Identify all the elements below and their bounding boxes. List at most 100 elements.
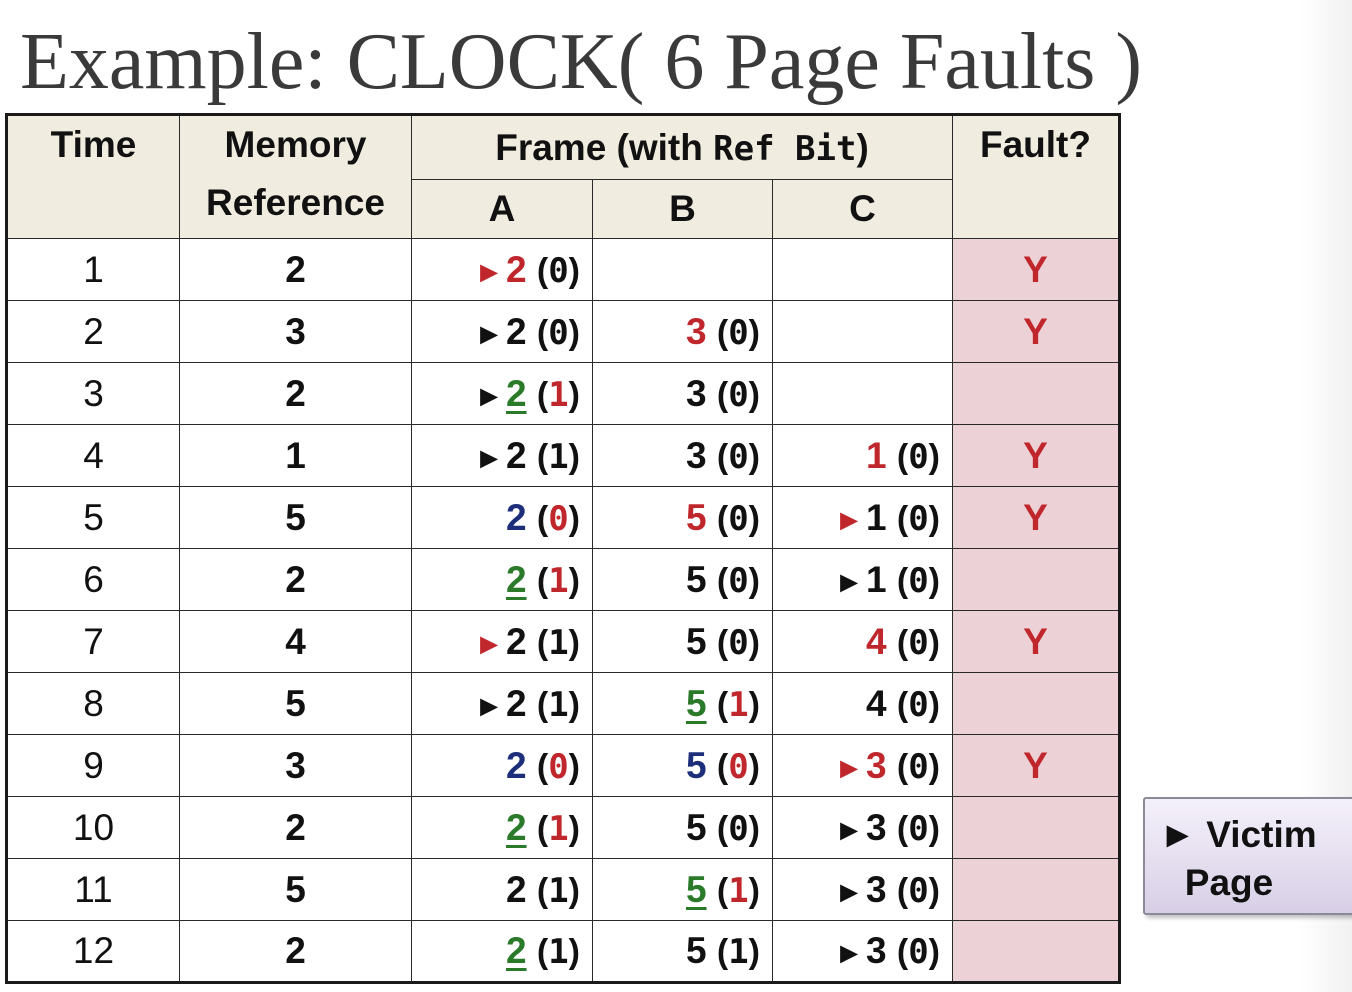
memory-reference-header: Memory Reference: [179, 114, 412, 239]
page-value: 3: [686, 434, 707, 476]
memory-reference-cell: 5: [179, 672, 412, 735]
clock-hand-icon: ►: [474, 317, 504, 351]
frame-a-cell: ►2 (0): [411, 300, 593, 363]
frame-c-cell: ►3 (0): [772, 796, 953, 859]
ref-bit: 1: [548, 436, 569, 477]
paren-close: ): [928, 809, 940, 848]
paren-open: (: [536, 809, 549, 848]
ref-bit: 1: [548, 622, 569, 663]
frame-c-cell: ►3 (0): [772, 734, 953, 797]
page-value: 2: [506, 434, 527, 476]
page-value: 3: [866, 744, 887, 786]
memory-reference-cell: 4: [179, 610, 412, 673]
paren-open: (: [536, 375, 549, 414]
time-cell: 10: [6, 796, 180, 859]
frame-b-cell: 3 (0): [592, 300, 773, 363]
memory-reference-header-line2: Reference: [206, 182, 385, 223]
page-value: 3: [866, 806, 887, 848]
page-value: 4: [866, 620, 887, 662]
fault-cell: Y: [952, 424, 1120, 487]
paren-open: (: [716, 871, 729, 910]
victim-page-legend: ► Victim Page: [1143, 797, 1352, 915]
fault-cell: Y: [952, 734, 1120, 797]
frame-a-cell: ►2 (1): [411, 672, 593, 735]
fault-cell: [952, 796, 1120, 859]
frame-b-cell: 5 (0): [592, 610, 773, 673]
ref-bit: 0: [728, 312, 749, 353]
paren-open: (: [716, 747, 729, 786]
paren-open: (: [716, 561, 729, 600]
paren-open: (: [716, 809, 729, 848]
page-value: 2: [506, 806, 527, 848]
frame-a-cell: 2 (0): [411, 486, 593, 549]
ref-bit: 1: [728, 870, 749, 911]
paren-close: ): [748, 561, 760, 600]
time-cell: 3: [6, 362, 180, 425]
paren-open: (: [896, 933, 909, 971]
frame-a-cell: 2 (1): [411, 548, 593, 611]
frame-c-cell: ►3 (0): [772, 920, 953, 983]
time-cell: 12: [6, 920, 180, 983]
paren-close: ): [568, 809, 580, 848]
paren-open: (: [536, 499, 549, 538]
legend-victim-label: Victim: [1206, 814, 1317, 855]
page-value: 1: [866, 496, 887, 538]
time-cell: 2: [6, 300, 180, 363]
time-header: Time: [6, 114, 180, 239]
page-value: 3: [866, 868, 887, 910]
paren-open: (: [896, 747, 909, 786]
page-value: 2: [506, 248, 527, 290]
paren-open: (: [716, 499, 729, 538]
paren-open: (: [536, 251, 549, 290]
paren-close: ): [748, 375, 760, 414]
ref-bit: 1: [728, 684, 749, 725]
memory-reference-cell: 3: [179, 734, 412, 797]
memory-reference-header-line1: Memory: [224, 124, 367, 165]
clock-hand-icon: ►: [834, 813, 864, 847]
time-cell: 7: [6, 610, 180, 673]
ref-bit: 0: [908, 622, 929, 663]
paren-close: ): [748, 933, 760, 971]
paren-open: (: [536, 313, 549, 352]
frame-a-cell: 2 (0): [411, 734, 593, 797]
frame-c-cell: [772, 238, 953, 301]
paren-close: ): [748, 747, 760, 786]
page-value: 5: [686, 868, 707, 910]
clock-hand-icon: ►: [474, 379, 504, 413]
paren-close: ): [928, 437, 940, 476]
page-value: 2: [506, 930, 527, 971]
paren-open: (: [536, 933, 549, 971]
page-value: 2: [506, 558, 527, 600]
clock-table: Time Memory Reference Frame (with Ref Bi…: [5, 113, 1121, 984]
paren-open: (: [896, 871, 909, 910]
frame-c-cell: ►1 (0): [772, 548, 953, 611]
clock-hand-icon: ►: [474, 627, 504, 661]
time-cell: 8: [6, 672, 180, 735]
page-value: 2: [506, 744, 527, 786]
fault-cell: [952, 548, 1120, 611]
ref-bit: 0: [908, 684, 929, 725]
page-value: 3: [686, 372, 707, 414]
page-value: 1: [866, 558, 887, 600]
clock-hand-icon: ►: [474, 441, 504, 475]
paren-open: (: [536, 437, 549, 476]
memory-reference-cell: 5: [179, 858, 412, 921]
fault-cell: [952, 920, 1120, 983]
memory-reference-cell: 2: [179, 796, 412, 859]
ref-bit: 0: [908, 746, 929, 787]
memory-reference-cell: 2: [179, 548, 412, 611]
memory-reference-cell: 1: [179, 424, 412, 487]
ref-bit: 0: [908, 560, 929, 601]
ref-bit: 0: [728, 374, 749, 415]
ref-bit: 1: [548, 374, 569, 415]
clock-hand-icon: ►: [474, 255, 504, 289]
ref-bit: 0: [908, 498, 929, 539]
paren-close: ): [928, 499, 940, 538]
frame-b-cell: [592, 238, 773, 301]
frame-b-cell: 5 (1): [592, 672, 773, 735]
clock-hand-icon: ►: [834, 565, 864, 599]
ref-bit: 0: [728, 498, 749, 539]
